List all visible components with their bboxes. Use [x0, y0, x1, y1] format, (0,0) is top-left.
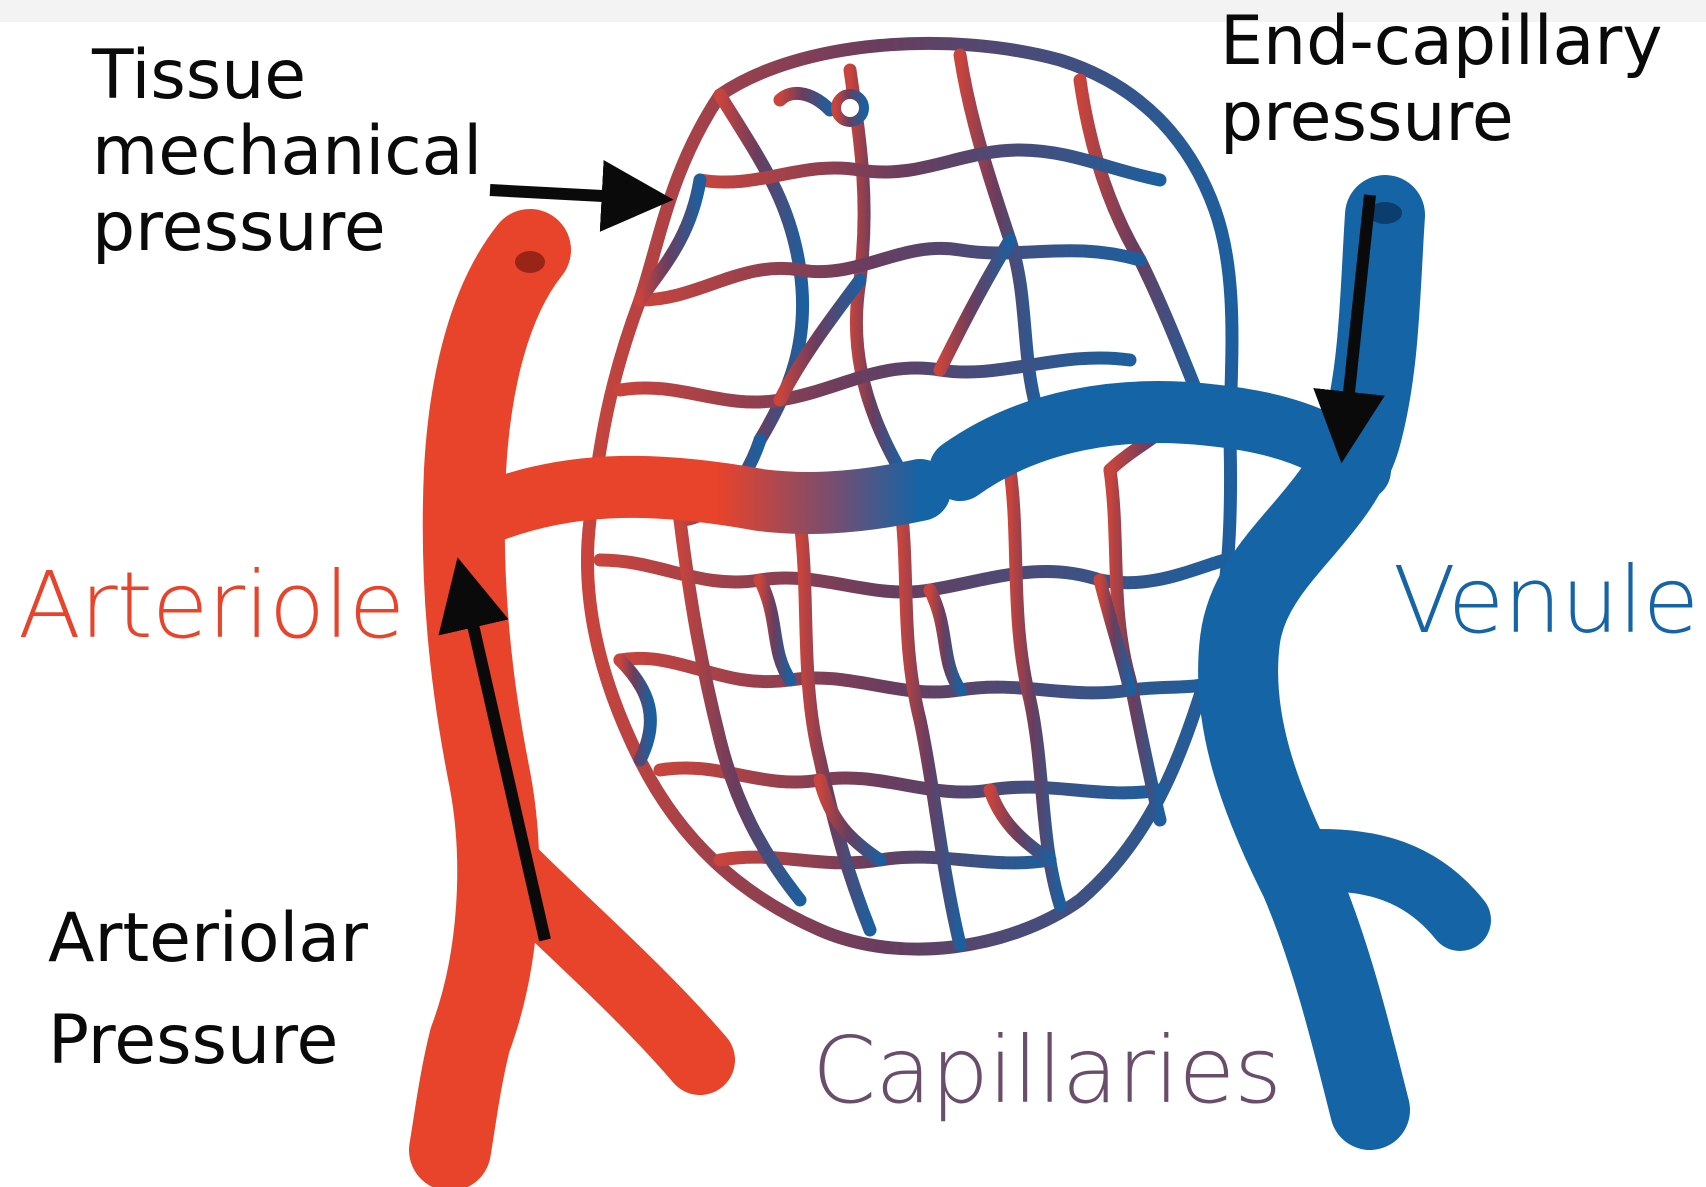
endcap-label-line1: End-capillary: [1220, 8, 1663, 84]
arteriole-label: Arteriole: [18, 560, 404, 652]
arteriolar-label-line1: Arteriolar: [48, 905, 368, 1007]
endcap-label-line2: pressure: [1220, 84, 1663, 160]
arteriolar-pressure-label: Arteriolar Pressure: [48, 905, 368, 1109]
tissue-label-line1: Tissue: [92, 42, 482, 118]
arteriolar-label-line2: Pressure: [48, 1007, 368, 1109]
venule-vessel: [960, 215, 1460, 1110]
tissue-label-line2: mechanical: [92, 118, 482, 194]
tissue-label-line3: pressure: [92, 194, 482, 270]
tissue-pressure-label: Tissue mechanical pressure: [92, 42, 482, 270]
capillaries-label: Capillaries: [812, 1025, 1281, 1117]
end-capillary-pressure-label: End-capillary pressure: [1220, 8, 1663, 160]
arteriole-lumen: [515, 251, 545, 273]
tissue-pressure-arrow: [490, 190, 640, 198]
venule-label: Venule: [1393, 555, 1698, 647]
